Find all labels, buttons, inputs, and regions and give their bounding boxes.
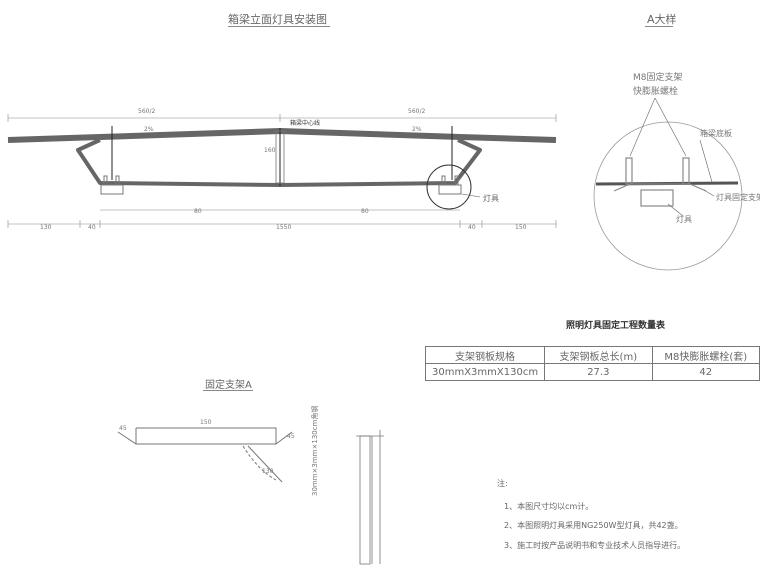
detail-a-leaders (629, 97, 715, 217)
height-label: 160 (264, 147, 276, 154)
note-item: 1、本图尺寸均以cm计。 (504, 502, 594, 511)
detail-a-bracket (613, 157, 707, 207)
slope-left: 2% (144, 126, 154, 133)
side-bar-drawing (356, 430, 384, 565)
slope-right: 2% (412, 126, 422, 133)
lamp-label: 灯具 (483, 194, 499, 203)
table-header-cell: 支架钢板规格 (424, 346, 546, 364)
inner-dim-left: 80 (194, 208, 202, 215)
table-cell: 27.3 (544, 363, 653, 381)
table-header-cell: 支架钢板总长(m) (544, 346, 653, 364)
bracket-a-title: 固定支架A (205, 380, 252, 391)
bracket-len-top: 150 (200, 419, 212, 426)
lamp-right (438, 175, 462, 195)
lamp-leader (461, 193, 481, 198)
bottom-dim-right-2: 150 (515, 224, 527, 231)
hanger-lines (111, 126, 453, 186)
detail-bracket-label-2: 快膨胀螺栓 (633, 87, 679, 97)
bracket-angle-right: 45 (287, 433, 295, 440)
table-cell: 30mmX3mmX130cm (424, 363, 546, 381)
inner-dim-right: 80 (361, 208, 369, 215)
detail-lamp-label: 灯具 (676, 215, 692, 224)
bottom-dimension-lines (7, 209, 557, 228)
box-girder-outline (7, 128, 557, 187)
bottom-dim-left-2: 40 (88, 224, 96, 231)
detail-a-title-underline (645, 26, 673, 27)
lamp-left (100, 175, 124, 195)
centerline-label: 箱梁中心线 (290, 120, 321, 127)
elevation-title-underline (228, 26, 330, 27)
bracket-a-title-underline (203, 390, 253, 391)
bracket-angle-left: 45 (119, 425, 127, 432)
table-title: 照明灯具固定工程数量表 (566, 321, 666, 331)
detail-a-title: A大样 (647, 13, 677, 26)
table-header-cell: M8快膨胀螺栓(套) (651, 346, 760, 364)
quantity-table: 支架钢板规格 支架钢板总长(m) M8快膨胀螺栓(套) 30mmX3mmX130… (424, 346, 760, 381)
note-item: 2、本图照明灯具采用NG250W型灯具，共42盏。 (504, 521, 683, 530)
dim-top-left: 560/2 (138, 108, 156, 115)
detail-callout-circle (426, 164, 472, 210)
table-cell: 42 (651, 363, 760, 381)
top-dimension-line (7, 114, 557, 122)
detail-bracket-label-1: M8固定支架 (633, 73, 683, 83)
elevation-title: 箱梁立面灯具安装图 (228, 13, 327, 26)
notes-heading: 注: (497, 479, 508, 488)
table-header-row: 支架钢板规格 支架钢板总长(m) M8快膨胀螺栓(套) (424, 346, 760, 364)
bottom-dim-left-1: 130 (40, 224, 52, 231)
bottom-dim-center: 1550 (276, 224, 292, 231)
table-row: 30mmX3mmX130cm 27.3 42 (424, 363, 760, 381)
bottom-dim-right-1: 40 (468, 224, 476, 231)
note-item: 3、施工时按产品说明书和专业技术人员指导进行。 (504, 541, 686, 550)
side-bar-label: 30mm×3mm×130cm角钢 (311, 405, 319, 496)
detail-fixed-bracket-label: 灯具固定支架 (716, 193, 760, 202)
dim-top-right: 560/2 (408, 108, 426, 115)
bracket-a-drawing (117, 427, 293, 483)
center-web (275, 130, 285, 184)
detail-bottom-plate-label: 箱梁底板 (700, 129, 732, 138)
bracket-len-bottom: 130 (262, 468, 274, 475)
